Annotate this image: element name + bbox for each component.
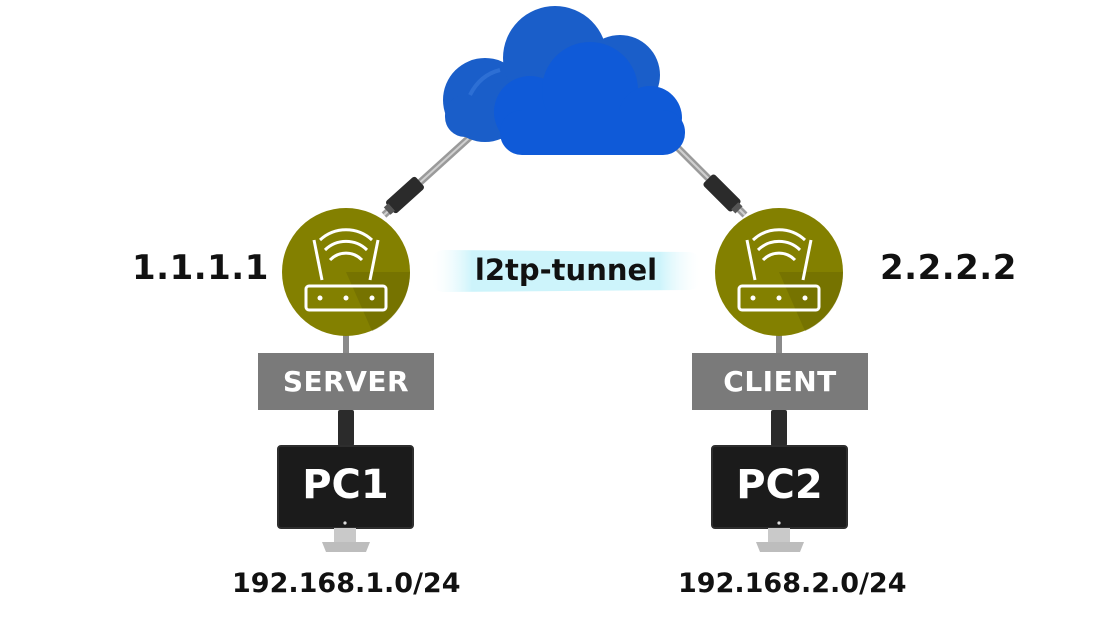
monitor-icon	[277, 445, 414, 552]
client-role-badge: CLIENT	[692, 353, 868, 410]
server-role-badge: SERVER	[258, 353, 434, 410]
server-network-label: 192.168.1.0/24	[232, 568, 461, 599]
client-network-label: 192.168.2.0/24	[678, 568, 907, 599]
pc2-label: PC2	[736, 462, 823, 508]
tunnel-shape	[432, 250, 700, 292]
cable-connector-icon	[703, 174, 743, 214]
wifi-router-icon	[715, 208, 844, 336]
monitor-icon	[711, 445, 848, 552]
server-ip-label: 1.1.1.1	[132, 248, 269, 288]
client-ip-label: 2.2.2.2	[880, 248, 1017, 288]
wifi-router-icon	[282, 208, 411, 336]
cable-client-cloud	[667, 137, 748, 218]
cable-connector-icon	[383, 176, 424, 215]
cable-server-cloud	[381, 125, 483, 218]
tunnel-label: l2tp-tunnel	[474, 253, 658, 287]
cloud-icon	[443, 6, 685, 155]
pc1-label: PC1	[302, 462, 389, 508]
